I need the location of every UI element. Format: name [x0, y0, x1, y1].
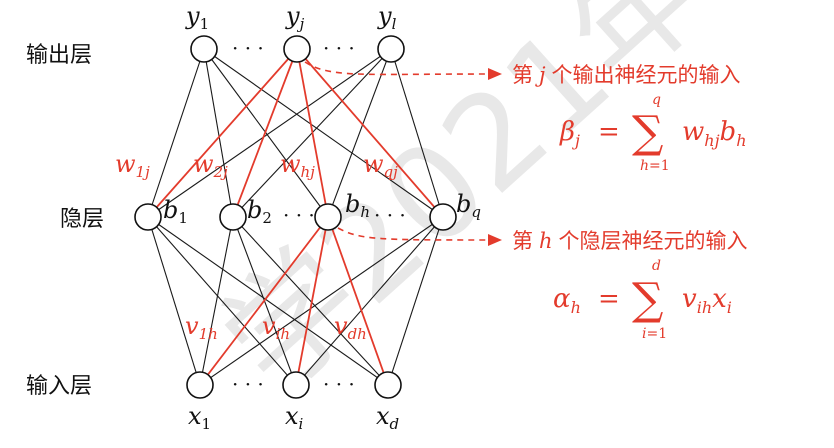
- label-yj: yj: [285, 2, 305, 33]
- output-ellipsis-left: · · ·: [232, 36, 264, 60]
- weight-wqj: wqj: [363, 150, 398, 181]
- svg-text:vihxi: vihxi: [682, 284, 732, 317]
- output-node-yl: [377, 35, 405, 63]
- svg-text:∑: ∑: [632, 107, 663, 158]
- hidden-ellipsis-left: · · ·: [283, 203, 315, 227]
- input-ellipsis-right: · · ·: [323, 372, 355, 396]
- hidden-node-b1: [134, 203, 162, 231]
- svg-text:i=1: i=1: [642, 326, 667, 342]
- output-annotation-arrow: [304, 61, 489, 76]
- output-arrowhead: [488, 68, 502, 80]
- svg-text:h=1: h=1: [640, 158, 670, 174]
- svg-text:q: q: [652, 92, 661, 108]
- svg-text:=: =: [598, 117, 620, 147]
- svg-text:∑: ∑: [632, 274, 663, 325]
- hidden-node-b2: [219, 203, 247, 231]
- hidden-output-edges: [147, 48, 444, 218]
- weight-whj: whj: [280, 150, 315, 181]
- weight-vih: vih: [262, 312, 290, 343]
- output-ellipsis-right: · · ·: [323, 36, 355, 60]
- input-node-xi: [282, 371, 310, 399]
- input-ellipsis-left: · · ·: [232, 372, 264, 396]
- output-node-yj: [283, 35, 311, 63]
- svg-text:d: d: [652, 258, 661, 274]
- label-xd: xd: [376, 402, 399, 433]
- input-node-x1: [186, 371, 214, 399]
- label-b1: b1: [163, 196, 188, 227]
- label-bh: bh: [345, 190, 370, 221]
- svg-text:βj: βj: [559, 117, 580, 150]
- weight-w1j: w1j: [115, 150, 150, 181]
- weight-w2j: w2j: [193, 150, 228, 181]
- svg-text:whjbh: whjbh: [682, 117, 747, 150]
- red-edges-to-bh: [199, 216, 389, 386]
- label-yl: yl: [377, 2, 397, 33]
- input-hidden-edges: [147, 216, 444, 386]
- hidden-layer-label: 隐层: [60, 207, 104, 232]
- svg-text:αh: αh: [553, 284, 581, 317]
- hidden-ellipsis-right: · · ·: [374, 203, 406, 227]
- output-layer-label: 输出层: [26, 43, 92, 68]
- alpha-formula: αh = d ∑ i=1 vihxi: [553, 258, 732, 342]
- input-layer-label: 输入层: [26, 374, 92, 399]
- label-b2: b2: [247, 196, 272, 227]
- hidden-node-bq: [429, 203, 457, 231]
- hidden-arrowhead: [488, 234, 502, 246]
- svg-text:=: =: [598, 284, 620, 314]
- label-x1: x1: [188, 402, 211, 433]
- input-node-xd: [374, 371, 402, 399]
- hidden-node-bh: [314, 203, 342, 231]
- hidden-annotation-arrow: [337, 227, 489, 241]
- output-node-y1: [190, 35, 218, 63]
- label-y1: y1: [185, 2, 209, 33]
- beta-formula: βj = q ∑ h=1 whjbh: [559, 92, 747, 174]
- red-edges-to-yj: [147, 48, 444, 218]
